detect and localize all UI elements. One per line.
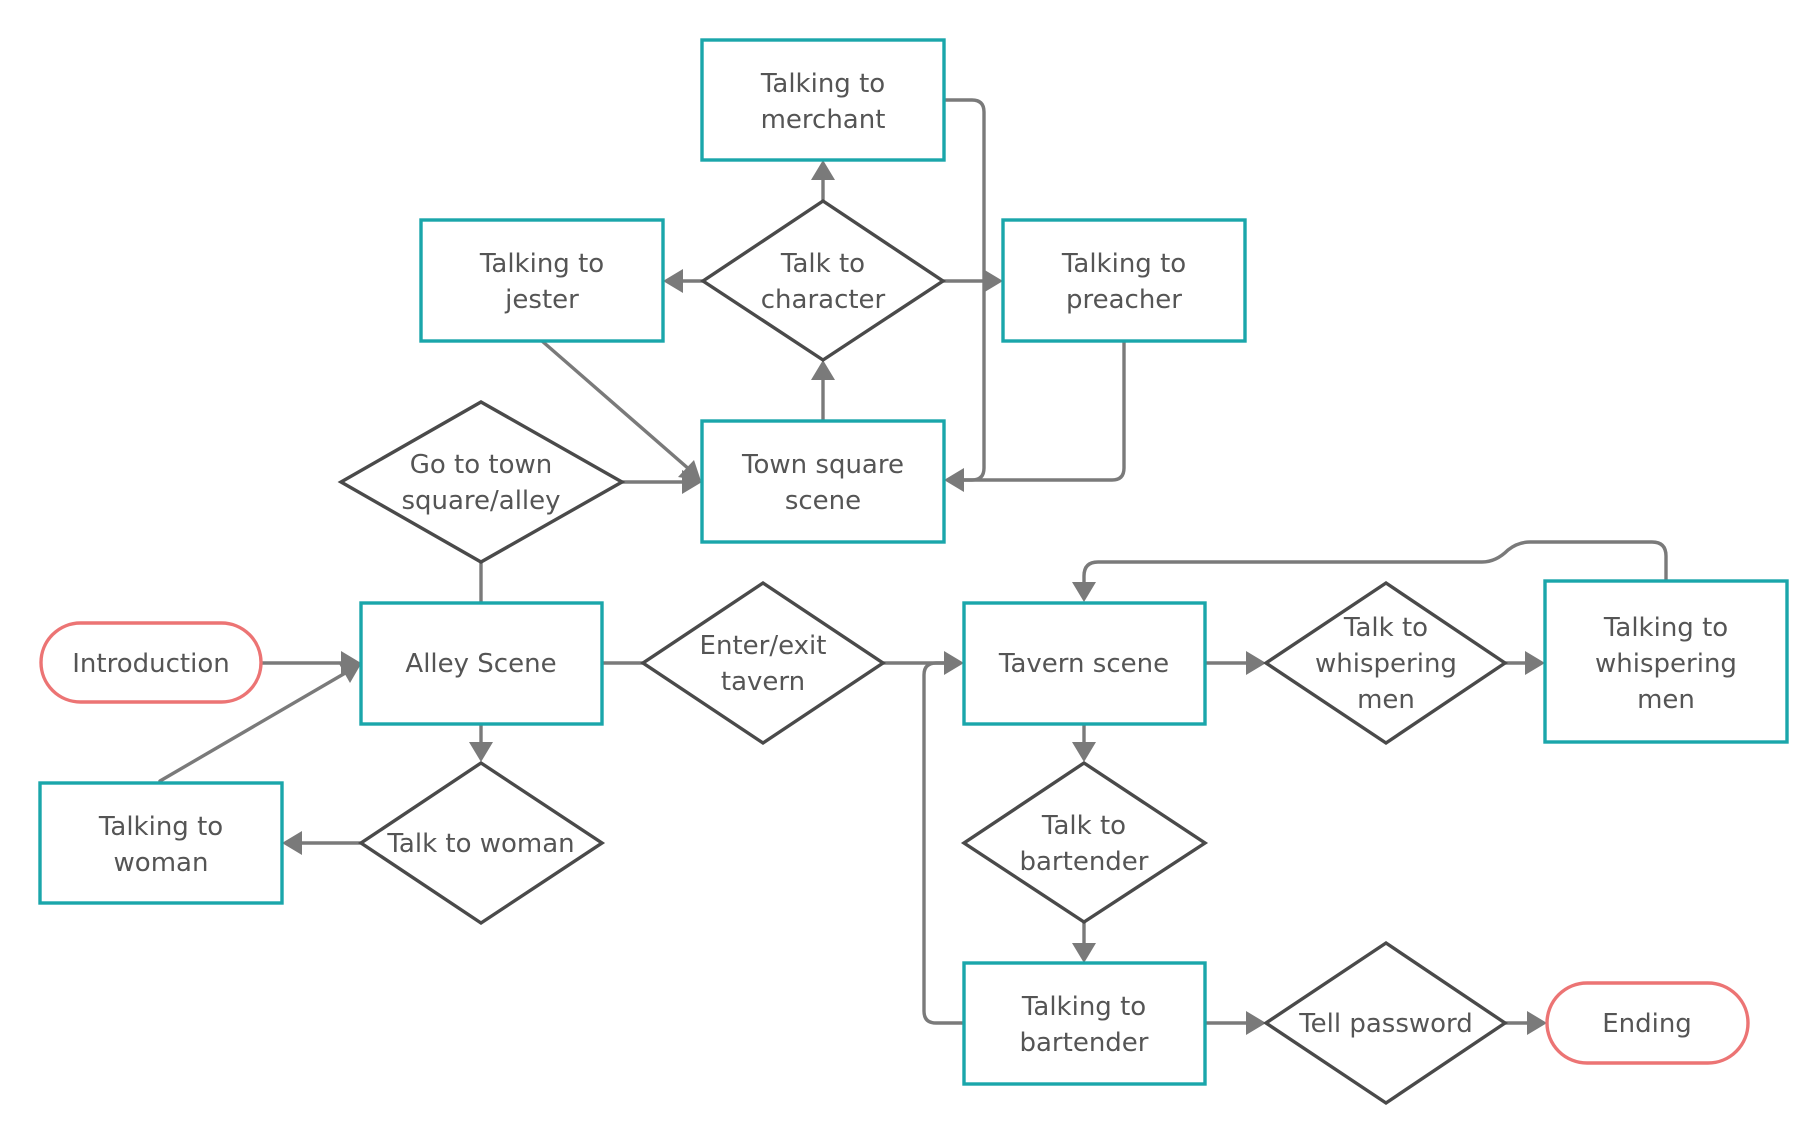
terminal-shape [1545, 981, 1750, 1065]
arrow-head [1072, 943, 1096, 963]
connector-merchant-to-town-square [942, 98, 986, 482]
connector-woman-to-alley [158, 670, 349, 783]
connector-preacher-to-town-square [958, 339, 1126, 482]
talk-to-woman-decision[interactable]: Talk to woman [357, 760, 606, 926]
enter-exit-tavern-decision[interactable]: Enter/exit tavern [639, 580, 887, 746]
talking-woman-box[interactable]: Talking to woman [38, 781, 284, 905]
node-label: Alley Scene [405, 649, 556, 679]
arrow-head [469, 742, 493, 762]
talking-merchant-box[interactable]: Talking to merchant [700, 38, 946, 162]
process-shape [1543, 579, 1789, 744]
process-shape [700, 419, 946, 544]
arrow-head [678, 460, 701, 481]
node-label: Town square [741, 450, 904, 480]
node-label: Talking to [760, 69, 885, 99]
talk-to-character-decision[interactable]: Talk to character [699, 198, 947, 363]
node-label: square/alley [401, 486, 560, 516]
node-label: Go to town [410, 450, 553, 480]
process-shape [962, 961, 1207, 1086]
node-label: Ending [1602, 1009, 1692, 1039]
decision-shape [639, 580, 887, 746]
talking-jester-box[interactable]: Talking to jester [419, 218, 665, 343]
connector-jester-to-town-square [540, 339, 692, 472]
alley-scene-box[interactable]: Alley Scene [359, 601, 604, 726]
decision-shape [337, 400, 626, 564]
nodes: Introduction Alley Scene Go to town squa… [38, 38, 1789, 1106]
arrow-head [1246, 651, 1266, 675]
process-shape [359, 601, 604, 726]
node-label: preacher [1066, 285, 1182, 315]
tell-password-decision[interactable]: Tell password [1262, 940, 1509, 1106]
node-label: Talk to [1041, 811, 1126, 841]
talk-whispering-decision[interactable]: Talk to whispering men [1262, 580, 1509, 746]
process-shape [1001, 218, 1247, 343]
node-label: bartender [1020, 847, 1149, 877]
tavern-scene-box[interactable]: Tavern scene [962, 601, 1207, 726]
town-square-box[interactable]: Town square scene [700, 419, 946, 544]
talking-whispering-box[interactable]: Talking to whispering men [1543, 579, 1789, 744]
decision-shape [1262, 940, 1509, 1106]
arrow-head [944, 651, 964, 675]
node-label: Talk to [780, 249, 865, 279]
talking-preacher-box[interactable]: Talking to preacher [1001, 218, 1247, 343]
arrow-head [282, 831, 302, 855]
node-label: scene [785, 486, 861, 516]
talk-bartender-decision[interactable]: Talk to bartender [960, 760, 1209, 925]
node-label: Tell password [1298, 1009, 1473, 1039]
talking-bartender-box[interactable]: Talking to bartender [962, 961, 1207, 1086]
process-shape [700, 38, 946, 162]
arrow-head [338, 662, 361, 683]
node-label: bartender [1020, 1028, 1149, 1058]
node-label: men [1637, 685, 1695, 715]
node-label: Talking to [98, 812, 223, 842]
node-label: Talking to [1021, 992, 1146, 1022]
decision-shape [1262, 580, 1509, 746]
node-label: woman [114, 848, 209, 878]
decision-shape [699, 198, 947, 363]
node-label: character [761, 285, 886, 315]
terminal-shape [39, 621, 263, 704]
node-label: Tavern scene [998, 649, 1169, 679]
arrow-head [1072, 582, 1096, 602]
process-shape [419, 218, 665, 343]
arrow-head [811, 160, 835, 180]
arrow-head [1525, 651, 1545, 675]
node-label: men [1357, 685, 1415, 715]
arrow-head [663, 269, 683, 293]
node-label: Talking to [1061, 249, 1186, 279]
arrow-head [811, 360, 835, 380]
ending-terminal[interactable]: Ending [1545, 981, 1750, 1065]
process-shape [38, 781, 284, 905]
node-label: Introduction [72, 649, 229, 679]
node-label: Talking to [1603, 613, 1728, 643]
node-label: merchant [761, 105, 886, 135]
arrow-head [944, 468, 964, 492]
arrow-head [1527, 1011, 1547, 1035]
node-label: whispering [1595, 649, 1737, 679]
go-to-town-decision[interactable]: Go to town square/alley [337, 400, 626, 564]
node-label: whispering [1315, 649, 1457, 679]
arrow-head [1072, 742, 1096, 762]
connectors [158, 98, 1668, 1035]
decision-shape [357, 760, 606, 926]
node-label: Enter/exit [700, 631, 827, 661]
node-label: Talking to [479, 249, 604, 279]
node-label: Talk to woman [386, 829, 574, 859]
process-shape [962, 601, 1207, 726]
decision-shape [960, 760, 1209, 925]
node-label: tavern [721, 667, 805, 697]
arrow-head [983, 269, 1003, 293]
node-label: jester [504, 285, 579, 315]
introduction-terminal[interactable]: Introduction [39, 621, 263, 704]
node-label: Talk to [1343, 613, 1428, 643]
arrow-head [1246, 1011, 1266, 1035]
connector-whispering-to-tavern [1082, 540, 1668, 587]
connector-bartender-to-tavern [922, 661, 965, 1025]
